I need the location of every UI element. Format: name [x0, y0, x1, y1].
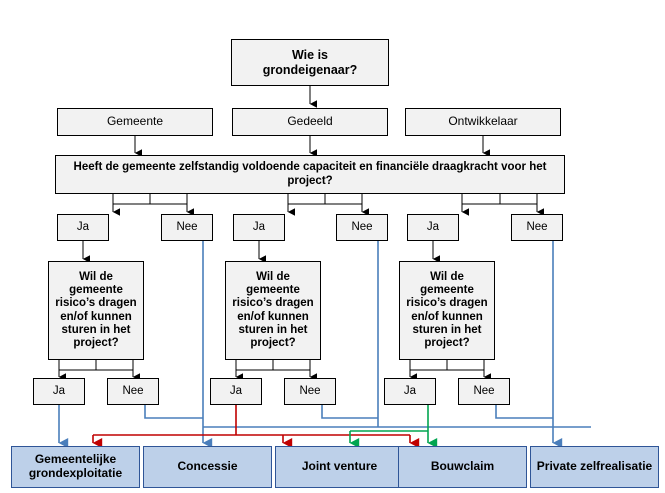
answer-capacity-3-nee[interactable]: Nee: [511, 214, 563, 241]
wire-risk1-split: [58, 360, 134, 371]
answer-risk-3-nee[interactable]: Nee: [458, 378, 510, 405]
owner-ontwikkelaar[interactable]: Ontwikkelaar: [405, 108, 561, 136]
question-risk-2[interactable]: Wil de gemeente risico’s dragen en/of ku…: [225, 261, 321, 360]
outcome-bouwclaim[interactable]: Bouwclaim: [398, 446, 527, 488]
answer-capacity-3-ja-label: Ja: [426, 220, 440, 233]
answer-risk-1-nee-label: Nee: [122, 384, 144, 397]
wire-blue-risk1nee: [144, 405, 203, 419]
answer-capacity-2-nee-label: Nee: [351, 220, 373, 233]
question-land-owner[interactable]: Wie is grondeigenaar?: [231, 39, 389, 86]
outcome-private-zelfrealisatie-label: Private zelfrealisatie: [536, 459, 653, 474]
answer-risk-1-ja[interactable]: Ja: [33, 378, 85, 405]
owner-gedeeld-label: Gedeeld: [287, 114, 333, 129]
question-risk-2-label: Wil de gemeente risico’s dragen en/of ku…: [232, 270, 314, 349]
owner-ontwikkelaar-label: Ontwikkelaar: [448, 114, 518, 129]
outcome-concessie-label: Concessie: [177, 459, 238, 474]
answer-capacity-2-ja-label: Ja: [252, 220, 266, 233]
answer-risk-2-nee[interactable]: Nee: [284, 378, 336, 405]
outcome-private-zelfrealisatie[interactable]: Private zelfrealisatie: [530, 446, 659, 488]
answer-capacity-2-ja[interactable]: Ja: [233, 214, 285, 241]
outcome-gemeentelijke-grondexploitatie-label: Gemeentelijke grondexploitatie: [28, 452, 123, 480]
outcome-joint-venture[interactable]: Joint venture: [275, 446, 404, 488]
answer-capacity-1-ja[interactable]: Ja: [57, 214, 109, 241]
answer-risk-2-ja-label: Ja: [229, 384, 243, 397]
wire-risk3-split: [409, 360, 485, 371]
outcome-joint-venture-label: Joint venture: [301, 459, 378, 474]
answer-capacity-3-nee-label: Nee: [526, 220, 548, 233]
answer-risk-2-nee-label: Nee: [299, 384, 321, 397]
answer-risk-3-ja-label: Ja: [403, 384, 417, 397]
wire-capacity-split-2: [287, 194, 363, 205]
wire-risk2-split: [235, 360, 311, 371]
answer-risk-1-nee[interactable]: Nee: [107, 378, 159, 405]
answer-capacity-1-ja-label: Ja: [76, 220, 90, 233]
owner-gemeente-label: Gemeente: [106, 114, 164, 129]
answer-capacity-2-nee[interactable]: Nee: [336, 214, 388, 241]
outcome-concessie[interactable]: Concessie: [143, 446, 272, 488]
question-capacity-label: Heeft de gemeente zelfstandig voldoende …: [73, 161, 547, 187]
question-risk-1-label: Wil de gemeente risico’s dragen en/of ku…: [55, 270, 137, 349]
owner-gedeeld[interactable]: Gedeeld: [232, 108, 388, 136]
question-land-owner-label: Wie is grondeigenaar?: [262, 48, 358, 77]
answer-risk-2-ja[interactable]: Ja: [210, 378, 262, 405]
wire-blue-risk2nee: [321, 405, 378, 419]
answer-capacity-3-ja[interactable]: Ja: [407, 214, 459, 241]
answer-risk-1-ja-label: Ja: [52, 384, 66, 397]
wire-blue-risk3nee: [495, 405, 553, 419]
outcome-gemeentelijke-grondexploitatie[interactable]: Gemeentelijke grondexploitatie: [11, 446, 140, 488]
outcome-bouwclaim-label: Bouwclaim: [430, 459, 495, 474]
owner-gemeente[interactable]: Gemeente: [57, 108, 213, 136]
answer-risk-3-nee-label: Nee: [473, 384, 495, 397]
question-risk-3[interactable]: Wil de gemeente risico’s dragen en/of ku…: [399, 261, 495, 360]
answer-risk-3-ja[interactable]: Ja: [384, 378, 436, 405]
answer-capacity-1-nee[interactable]: Nee: [161, 214, 213, 241]
answer-capacity-1-nee-label: Nee: [176, 220, 198, 233]
question-risk-3-label: Wil de gemeente risico’s dragen en/of ku…: [406, 270, 488, 349]
question-capacity[interactable]: Heeft de gemeente zelfstandig voldoende …: [55, 155, 565, 194]
wire-capacity-split-3: [461, 194, 538, 205]
question-risk-1[interactable]: Wil de gemeente risico’s dragen en/of ku…: [48, 261, 144, 360]
wire-capacity-split-1: [112, 194, 188, 205]
